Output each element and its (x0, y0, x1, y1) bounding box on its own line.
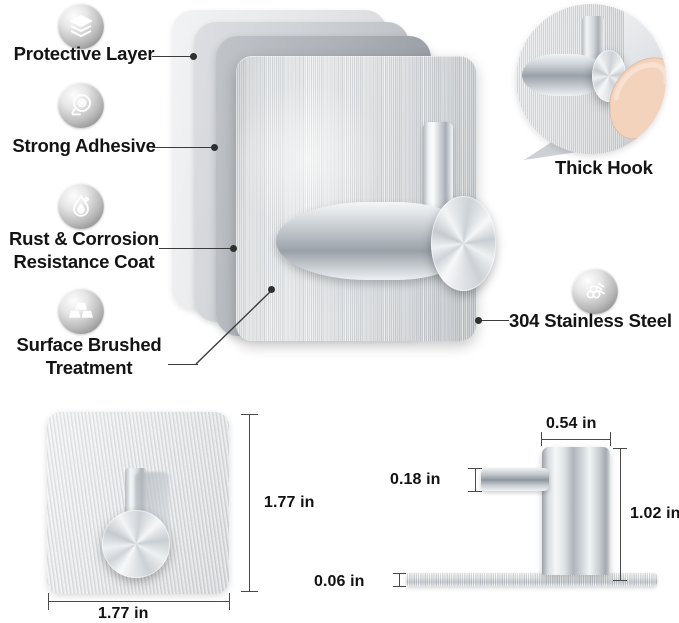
dim-tick-knob-width-right (610, 432, 612, 446)
leader-line-stainless-steel (481, 320, 509, 322)
dim-label-base-thickness: 0.06 in (314, 573, 365, 590)
feature-label-strong-adhesive: Strong Adhesive (12, 135, 156, 156)
front-view-hook-knob (102, 510, 170, 578)
metal-ingots-icon (58, 288, 104, 334)
front-view-plate (47, 412, 229, 594)
leader-dot-strong-adhesive (211, 144, 218, 151)
side-view-base-texture (406, 573, 657, 586)
leader-line-strong-adhesive (152, 147, 214, 149)
leader-dot-stainless-steel (475, 317, 482, 324)
dim-tick-body-top (613, 448, 627, 450)
dim-tick-base-top (393, 573, 406, 575)
callout-label-thick-hook: Thick Hook (555, 157, 653, 178)
side-view-cylinder-body (542, 447, 610, 575)
exploded-product-view (168, 6, 498, 356)
dim-line-knob-width (541, 439, 611, 441)
water-drop-icon (58, 183, 104, 229)
side-view-diagram: 0.54 in 0.18 in 1.02 in 0.06 in (314, 410, 679, 622)
hook-knob (431, 196, 496, 291)
leader-dot-surface-brushed (268, 286, 275, 293)
dim-label-arm-thickness: 0.18 in (390, 471, 441, 488)
thick-hook-callout (510, 2, 675, 187)
leader-line-protective-layer (152, 56, 194, 58)
dim-label-body-height: 1.02 in (630, 505, 679, 522)
steel-pipes-icon (572, 268, 618, 314)
dim-tick-arm-top (468, 468, 482, 470)
feature-label-rust-resistance: Rust & Corrosion Resistance Coat (9, 228, 159, 272)
feature-label-protective-layer: Protective Layer (13, 43, 155, 64)
leader-dot-rust-resistance (230, 245, 237, 252)
dim-label-knob-width: 0.54 in (546, 415, 597, 432)
dim-label-front-height: 1.77 in (264, 494, 315, 511)
leader-dot-protective-layer (190, 53, 197, 60)
hook-vertical-post (423, 122, 453, 210)
dim-tick-front-height-top (241, 414, 258, 416)
dim-tick-base-bottom (393, 586, 406, 588)
dim-line-arm-thickness (475, 468, 477, 492)
dim-tick-front-width-left (48, 593, 50, 610)
layers-icon (58, 3, 104, 49)
feature-label-stainless-steel: 304 Stainless Steel (509, 310, 672, 331)
dim-tick-front-height-bottom (241, 591, 258, 593)
leader-line-rust-resistance (159, 248, 233, 250)
dim-line-base-thickness (399, 573, 401, 587)
dim-tick-front-width-right (229, 593, 231, 610)
thick-hook-zoom-circle (516, 4, 666, 154)
dim-tick-knob-width-left (541, 432, 543, 446)
dim-line-front-width (48, 601, 230, 603)
dim-tick-arm-bottom (468, 491, 482, 493)
tape-roll-icon (58, 82, 104, 128)
dim-line-front-height (249, 414, 251, 592)
dim-line-body-height (620, 448, 622, 581)
dim-tick-body-bottom (613, 580, 627, 582)
leader-line-surface-brushed-horizontal (168, 364, 198, 366)
side-view-hook-arm (481, 468, 549, 491)
dim-label-front-width: 1.77 in (98, 605, 149, 622)
feature-label-surface-brushed: Surface Brushed Treatment (16, 334, 162, 378)
leader-line-surface-brushed-diagonal (195, 289, 273, 365)
